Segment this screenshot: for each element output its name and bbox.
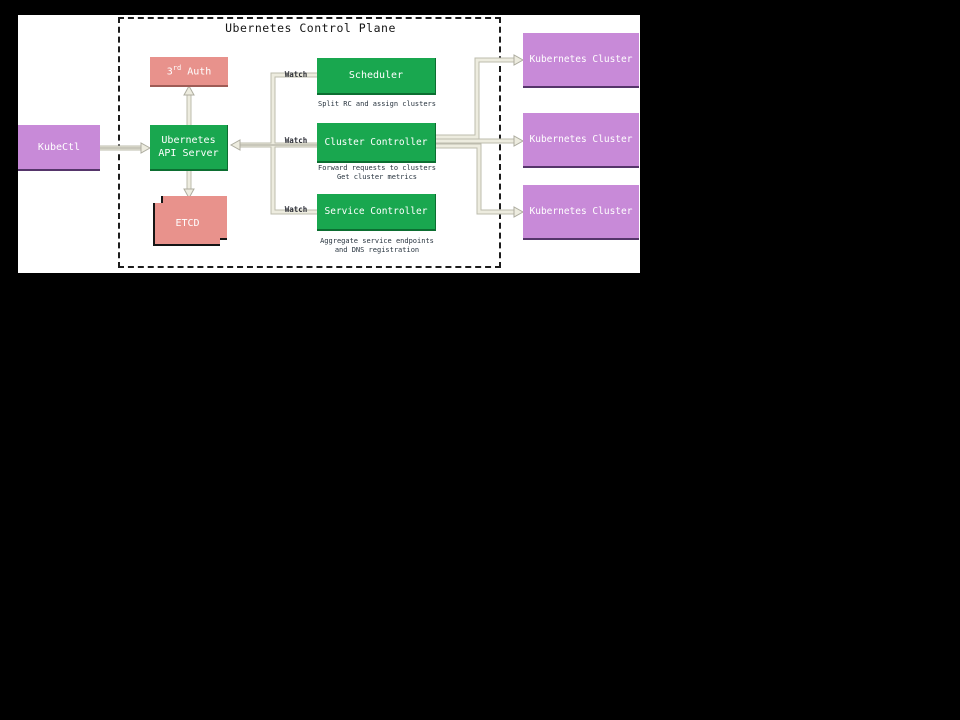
node-kubectl: KubeCtl: [18, 125, 100, 171]
api-server-label-line1: Ubernetes: [161, 135, 216, 146]
etcd-label: ETCD: [175, 218, 200, 229]
cluster-controller-label: Cluster Controller: [324, 136, 428, 148]
node-third-party-auth: 3rd Auth: [150, 57, 228, 87]
edge-label-watch-service-controller: Watch: [284, 205, 308, 214]
arrowheads: [140, 54, 525, 218]
third-auth-label: 3rd Auth: [166, 64, 212, 78]
node-ubernetes-api-server: Ubernetes API Server: [150, 125, 228, 171]
service-controller-caption-line2: and DNS registration: [334, 246, 420, 254]
arrow-into-cluster-2: [513, 135, 525, 147]
node-scheduler: Scheduler: [317, 58, 436, 95]
connector-lines: [18, 54, 525, 218]
cluster-controller-caption-line2: Get cluster metrics: [336, 173, 418, 181]
node-kubernetes-cluster-2: Kubernetes Cluster: [523, 113, 639, 168]
arrow-into-api-server-from-kubectl: [140, 142, 152, 154]
arrow-into-api-server-from-controllers: [229, 139, 241, 151]
node-service-controller: Service Controller: [317, 194, 436, 231]
node-cluster-controller: Cluster Controller: [317, 123, 436, 163]
edge-label-watch-cluster-controller: Watch: [284, 136, 308, 145]
diagram-title: Ubernetes Control Plane: [225, 21, 396, 35]
diagram-canvas: Ubernetes Control Plane: [18, 15, 640, 273]
arrow-into-etcd: [183, 188, 195, 200]
kubectl-label: KubeCtl: [37, 141, 81, 153]
node-etcd: ETCD: [153, 203, 220, 246]
cluster-controller-caption-line1: Forward requests to clusters: [317, 164, 436, 172]
service-controller-caption-line1: Aggregate service endpoints: [320, 237, 434, 245]
arrow-into-cluster-3: [513, 206, 525, 218]
edge-label-watch-scheduler: Watch: [284, 70, 308, 79]
node-kubernetes-cluster-3: Kubernetes Cluster: [523, 185, 639, 240]
kubernetes-cluster-1-label: Kubernetes Cluster: [529, 54, 633, 65]
kubernetes-cluster-3-label: Kubernetes Cluster: [529, 206, 633, 217]
api-server-label-line2: API Server: [158, 148, 219, 159]
service-controller-label: Service Controller: [324, 206, 428, 217]
arrow-into-third-auth: [183, 84, 195, 96]
arrow-into-cluster-1: [513, 54, 525, 66]
scheduler-label: Scheduler: [348, 70, 404, 81]
scheduler-caption: Split RC and assign clusters: [317, 100, 436, 108]
kubernetes-cluster-2-label: Kubernetes Cluster: [529, 134, 633, 145]
node-kubernetes-cluster-1: Kubernetes Cluster: [523, 33, 639, 88]
